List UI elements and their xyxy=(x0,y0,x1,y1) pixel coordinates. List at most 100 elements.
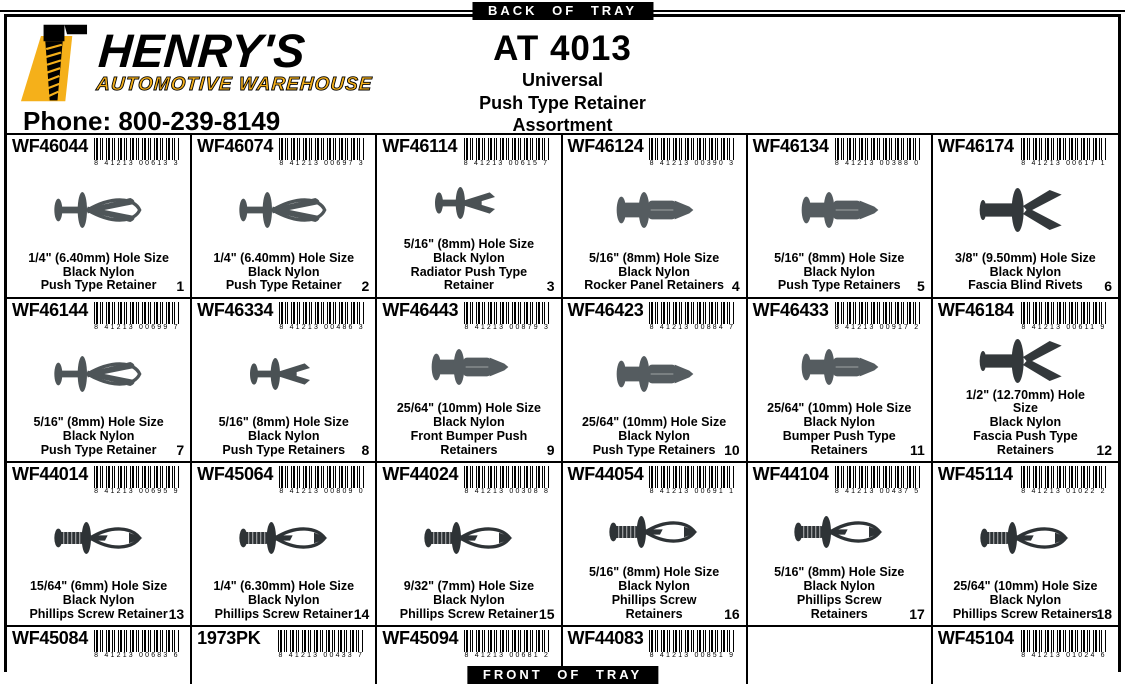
description-line-3: Phillips Screw Retainers xyxy=(952,606,1099,621)
barcode: 8 41213 00617 1 xyxy=(1015,137,1113,168)
description-line-2: Black Nylon xyxy=(433,592,505,607)
barcode-digits: 8 41213 00486 3 xyxy=(279,324,365,332)
screw-clip-icon xyxy=(223,676,345,684)
cell-index: 5 xyxy=(917,278,925,295)
cell-index: 6 xyxy=(1104,278,1112,295)
barcode-digits: 8 41213 00697 3 xyxy=(279,160,365,167)
pushpin-clip-icon xyxy=(53,192,142,229)
pushpin-clip-icon xyxy=(239,192,327,229)
cell-index: 2 xyxy=(361,278,370,295)
part-number: WF44024 xyxy=(382,464,459,485)
product-description: 15/64" (6mm) Hole Size Black Nylon Phill… xyxy=(10,579,187,622)
part-number: WF45104 xyxy=(937,628,1014,649)
product-cell: WF46114 8 41213 00615 7 5/16" (8mm) Hole… xyxy=(377,135,563,300)
brand-block: HENRY'S AUTOMOTIVE WAREHOUSE Phone: 800-… xyxy=(17,23,374,137)
product-description: 5/16" (8mm) Hole Size Black Nylon Push T… xyxy=(10,415,187,458)
part-number: WF44014 xyxy=(12,464,88,485)
product-description: 5/16" (8mm) Hole Size Black Nylon Philli… xyxy=(751,566,928,622)
product-illustration xyxy=(10,168,187,252)
barcode: 8 41213 00390 3 xyxy=(643,137,741,168)
barcode-digits: 8 41213 00683 6 xyxy=(94,652,180,660)
description-line-3: Push Type Retainer xyxy=(40,278,157,293)
barcode: 8 41213 00884 7 xyxy=(643,301,741,332)
product-illustration xyxy=(195,497,372,581)
product-description: 3/8" (9.50mm) Hole Size Black Nylon Fasc… xyxy=(936,251,1115,294)
screw-clip-icon xyxy=(980,522,1069,555)
screw-clip-icon xyxy=(53,522,142,555)
barcode-bars-icon xyxy=(1021,302,1107,325)
description-line-2: Black Nylon xyxy=(618,264,690,279)
description-line-1: 1/4" (6.30mm) Hole Size xyxy=(213,579,355,594)
cell-index: 18 xyxy=(1096,606,1112,623)
part-number: WF44083 xyxy=(567,628,644,649)
description-line-3: Push Type Retainer xyxy=(40,442,157,457)
part-number: WF45114 xyxy=(937,464,1013,485)
product-cell: WF45114 8 41213 01022 2 25/64" (10mm) Ho… xyxy=(932,463,1118,628)
barcode-bars-icon xyxy=(463,138,550,160)
description-line-1: 5/16" (8mm) Hole Size xyxy=(403,237,535,252)
fascia-clip-icon xyxy=(980,188,1063,233)
part-number: WF46044 xyxy=(12,136,88,156)
description-line-2: Black Nylon xyxy=(989,415,1062,430)
part-number: WF46443 xyxy=(382,300,459,321)
barcode: 8 41213 01024 6 xyxy=(1015,629,1113,660)
cell-index: 7 xyxy=(176,442,185,459)
description-line-1: 25/64" (10mm) Hole Size xyxy=(581,415,727,430)
description-line-3: Phillips Screw Retainers xyxy=(796,592,882,621)
barcode-digits: 8 41213 00390 3 xyxy=(649,160,736,167)
description-line-1: 5/16" (8mm) Hole Size xyxy=(588,250,720,265)
product-illustration xyxy=(751,497,928,567)
description-line-2: Black Nylon xyxy=(62,264,135,279)
description-line-1: 25/64" (10mm) Hole Size xyxy=(953,579,1098,594)
description-line-2: Black Nylon xyxy=(803,579,876,594)
description-line-2: Black Nylon xyxy=(247,264,320,279)
cell-index: 1 xyxy=(176,278,185,295)
barcode-digits: 8 41213 00695 9 xyxy=(94,488,180,496)
barcode-bars-icon xyxy=(834,466,921,489)
barcode-digits: 8 41213 01024 6 xyxy=(1021,652,1107,660)
barcode: 8 41213 00615 7 xyxy=(458,137,556,168)
product-illustration xyxy=(751,333,928,403)
screw-clip-icon xyxy=(964,676,1086,684)
barcode-bars-icon xyxy=(649,466,736,489)
barcode-bars-icon xyxy=(93,138,180,160)
description-line-2: Black Nylon xyxy=(803,264,876,279)
product-cell: WF44104 8 41213 00437 5 5/16" (8mm) Hole… xyxy=(747,463,933,628)
fascia-clip-icon xyxy=(980,338,1063,383)
barcode-bars-icon xyxy=(1021,630,1107,653)
product-description: 25/64" (10mm) Hole Size Black Nylon Push… xyxy=(566,415,743,458)
cell-index: 9 xyxy=(546,442,555,459)
barcode-digits: 8 41213 00437 5 xyxy=(834,488,921,496)
barcode-digits: 8 41213 01022 2 xyxy=(1021,488,1107,496)
description-line-1: 1/4" (6.40mm) Hole Size xyxy=(213,250,355,265)
product-cell: WF44024 8 41213 00308 8 9/32" (7mm) Hole… xyxy=(377,463,563,628)
product-cell: WF46174 8 41213 00617 1 3/8" (9.50mm) Ho… xyxy=(932,135,1118,300)
product-cell: WF45104 8 41213 01024 6 25/64" (10mm) Ho… xyxy=(932,627,1118,684)
product-illustration xyxy=(566,333,743,417)
barcode: 8 41213 00691 1 xyxy=(643,465,741,496)
screw-clip-icon xyxy=(794,515,883,548)
cell-index: 13 xyxy=(168,606,185,623)
product-illustration xyxy=(195,168,372,252)
product-description: 5/16" (8mm) Hole Size Black Nylon Radiat… xyxy=(380,237,557,294)
part-number: WF46184 xyxy=(937,300,1014,321)
part-number: WF44104 xyxy=(752,464,829,485)
description-line-2: Black Nylon xyxy=(247,428,320,443)
barcode-digits: 8 41213 00879 3 xyxy=(464,324,551,332)
product-description: 5/16" (8mm) Hole Size Black Nylon Push T… xyxy=(195,415,372,458)
part-number: WF46074 xyxy=(197,136,274,156)
barcode-bars-icon xyxy=(1021,138,1107,160)
product-cell: WF46044 8 41213 00613 3 1/4" (6.40mm) Ho… xyxy=(7,135,193,300)
barcode: 8 41213 00695 9 xyxy=(88,465,186,496)
part-number: WF46124 xyxy=(567,136,644,156)
product-description: 1/2" (12.70mm) Hole Size Black Nylon Fas… xyxy=(936,388,1115,459)
screw-clip-icon xyxy=(424,522,513,555)
product-illustration xyxy=(10,661,187,684)
product-description: 25/64" (10mm) Hole Size Black Nylon Phil… xyxy=(936,579,1115,622)
product-illustration xyxy=(936,168,1115,252)
barcode-bars-icon xyxy=(464,302,551,325)
part-number: WF46174 xyxy=(937,136,1014,156)
product-illustration xyxy=(936,661,1115,684)
description-line-3: Phillips Screw Retainers xyxy=(611,592,697,621)
